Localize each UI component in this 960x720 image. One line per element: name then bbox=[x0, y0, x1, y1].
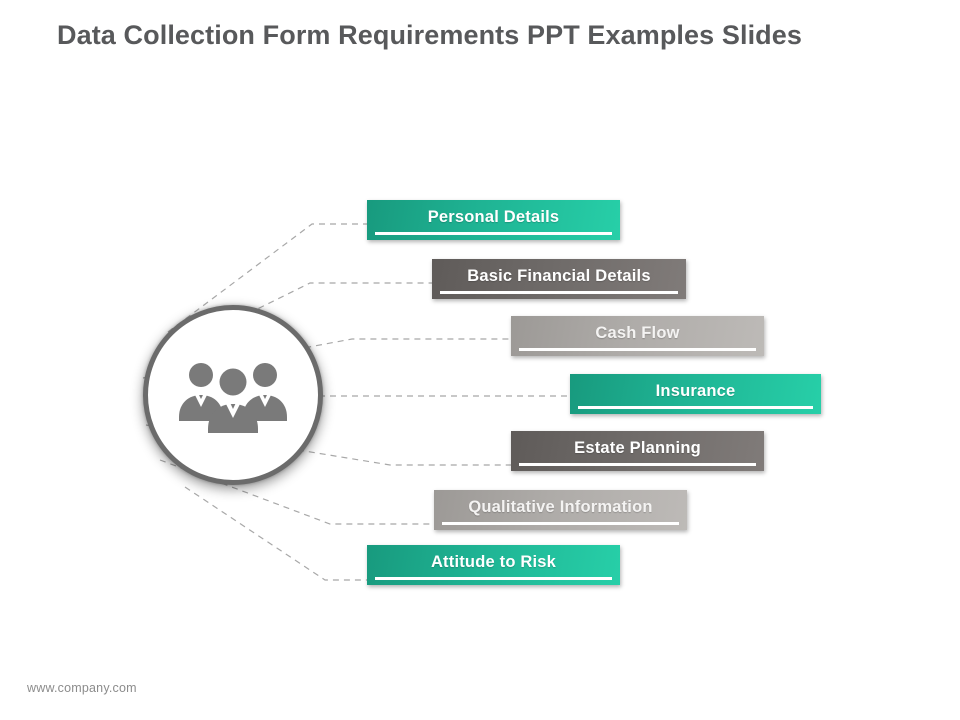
bar-personal-details[interactable]: Personal Details bbox=[367, 200, 620, 240]
bar-attitude-to-risk[interactable]: Attitude to Risk bbox=[367, 545, 620, 585]
bar-estate-planning[interactable]: Estate Planning bbox=[511, 431, 764, 471]
bar-underline bbox=[578, 406, 813, 409]
bar-basic-financial-details[interactable]: Basic Financial Details bbox=[432, 259, 686, 299]
bar-label: Basic Financial Details bbox=[467, 267, 651, 285]
bar-underline bbox=[442, 522, 679, 525]
bar-underline bbox=[519, 463, 756, 466]
team-people-icon bbox=[179, 363, 287, 433]
bar-underline bbox=[440, 291, 678, 294]
bar-label: Insurance bbox=[655, 382, 736, 400]
bar-underline bbox=[375, 232, 612, 235]
bar-underline bbox=[519, 348, 756, 351]
bar-underline bbox=[375, 577, 612, 580]
bar-cash-flow[interactable]: Cash Flow bbox=[511, 316, 764, 356]
page-title: Data Collection Form Requirements PPT Ex… bbox=[57, 20, 803, 50]
bar-label: Estate Planning bbox=[574, 439, 701, 457]
bar-insurance[interactable]: Insurance bbox=[570, 374, 821, 414]
bar-label: Personal Details bbox=[427, 208, 560, 226]
footer-url[interactable]: www.company.com bbox=[27, 681, 137, 695]
connector-line-7 bbox=[184, 486, 367, 581]
bar-label: Qualitative Information bbox=[468, 498, 653, 516]
hub-circle[interactable] bbox=[143, 305, 323, 485]
bar-qualitative-information[interactable]: Qualitative Information bbox=[434, 490, 687, 530]
bar-label: Cash Flow bbox=[595, 324, 680, 342]
bar-label: Attitude to Risk bbox=[430, 553, 557, 571]
